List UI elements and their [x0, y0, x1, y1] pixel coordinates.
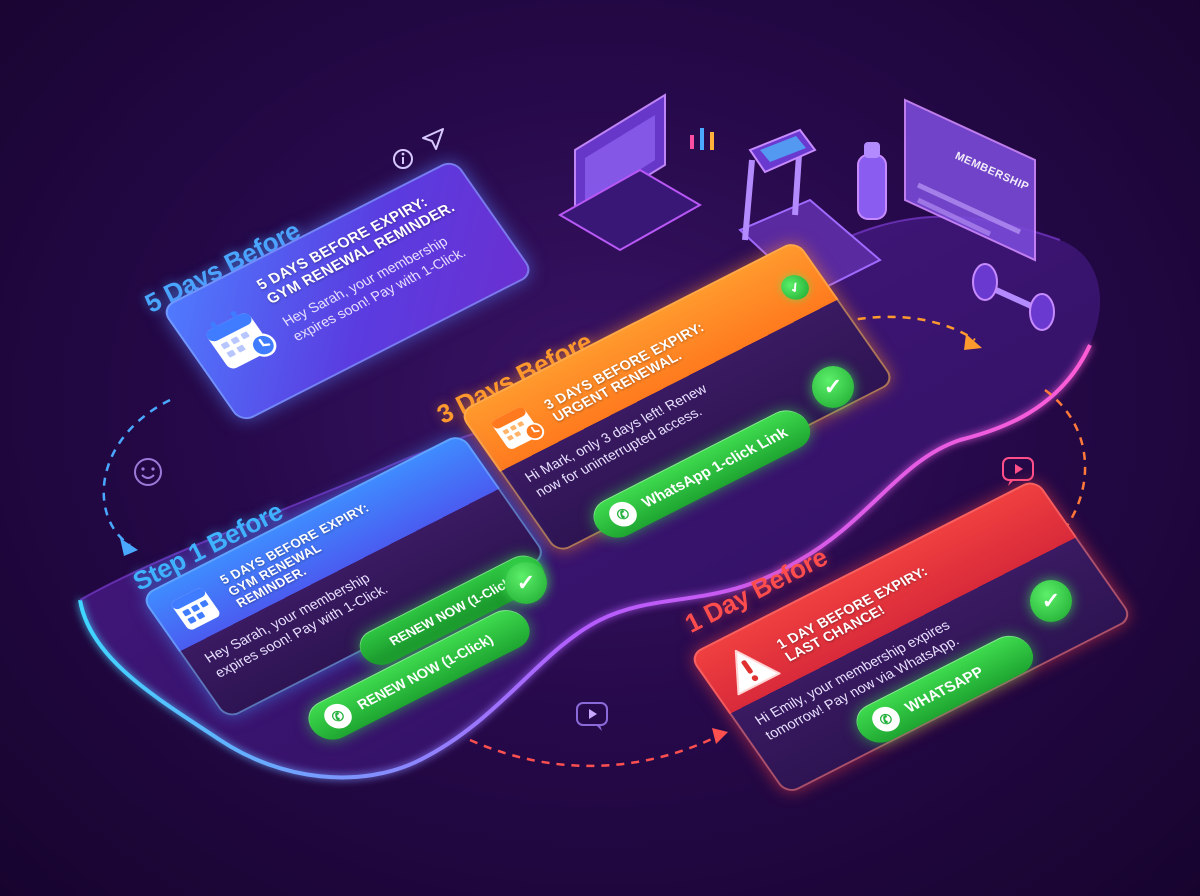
membership-card-label: MEMBERSHIP	[953, 150, 1031, 194]
calendar-icon	[193, 298, 290, 384]
card-one-day[interactable]: 1 DAY BEFORE EXPIRY: LAST CHANCE! Hi Emi…	[688, 477, 1134, 796]
warning-icon	[711, 636, 787, 702]
dumbbell	[972, 263, 1055, 331]
signal-bars	[690, 128, 714, 150]
card-step-one[interactable]: 5 DAYS BEFORE EXPIRY: GYM RENEWAL REMIND…	[140, 432, 548, 721]
smile-icon	[132, 456, 164, 493]
flow-arrow-5-head	[712, 728, 728, 744]
chat-play-icon	[1000, 455, 1038, 494]
whatsapp-icon-step-one: ✆	[318, 699, 358, 733]
send-icon	[420, 126, 446, 157]
calendar-icon-three-days	[481, 396, 554, 462]
check-badge-icon-step-one: ✓	[505, 562, 547, 604]
check-badge-icon-one-day: ✓	[1030, 580, 1072, 622]
flow-arrow-3-head	[964, 334, 982, 350]
flow-arrow-5	[469, 733, 721, 768]
water-bottle	[857, 142, 887, 220]
info-icon	[392, 148, 414, 175]
card-five-days[interactable]: 5 DAYS BEFORE EXPIRY: GYM RENEWAL REMIND…	[160, 158, 536, 424]
calendar-icon-step-one	[161, 576, 234, 642]
whatsapp-icon-one-day: ✆	[866, 702, 906, 736]
flow-arrow-1-head	[120, 538, 138, 556]
chat-play-icon-bottom	[574, 700, 612, 739]
card-three-days[interactable]: 3 DAYS BEFORE EXPIRY: URGENT RENEWAL. ✓ …	[458, 239, 897, 555]
check-badge-icon-three-days: ✓	[812, 366, 854, 408]
kiosk-screen	[557, 93, 703, 252]
whatsapp-icon: ✆	[603, 497, 643, 531]
check-badge-icon-three-days-small: ✓	[775, 270, 815, 305]
